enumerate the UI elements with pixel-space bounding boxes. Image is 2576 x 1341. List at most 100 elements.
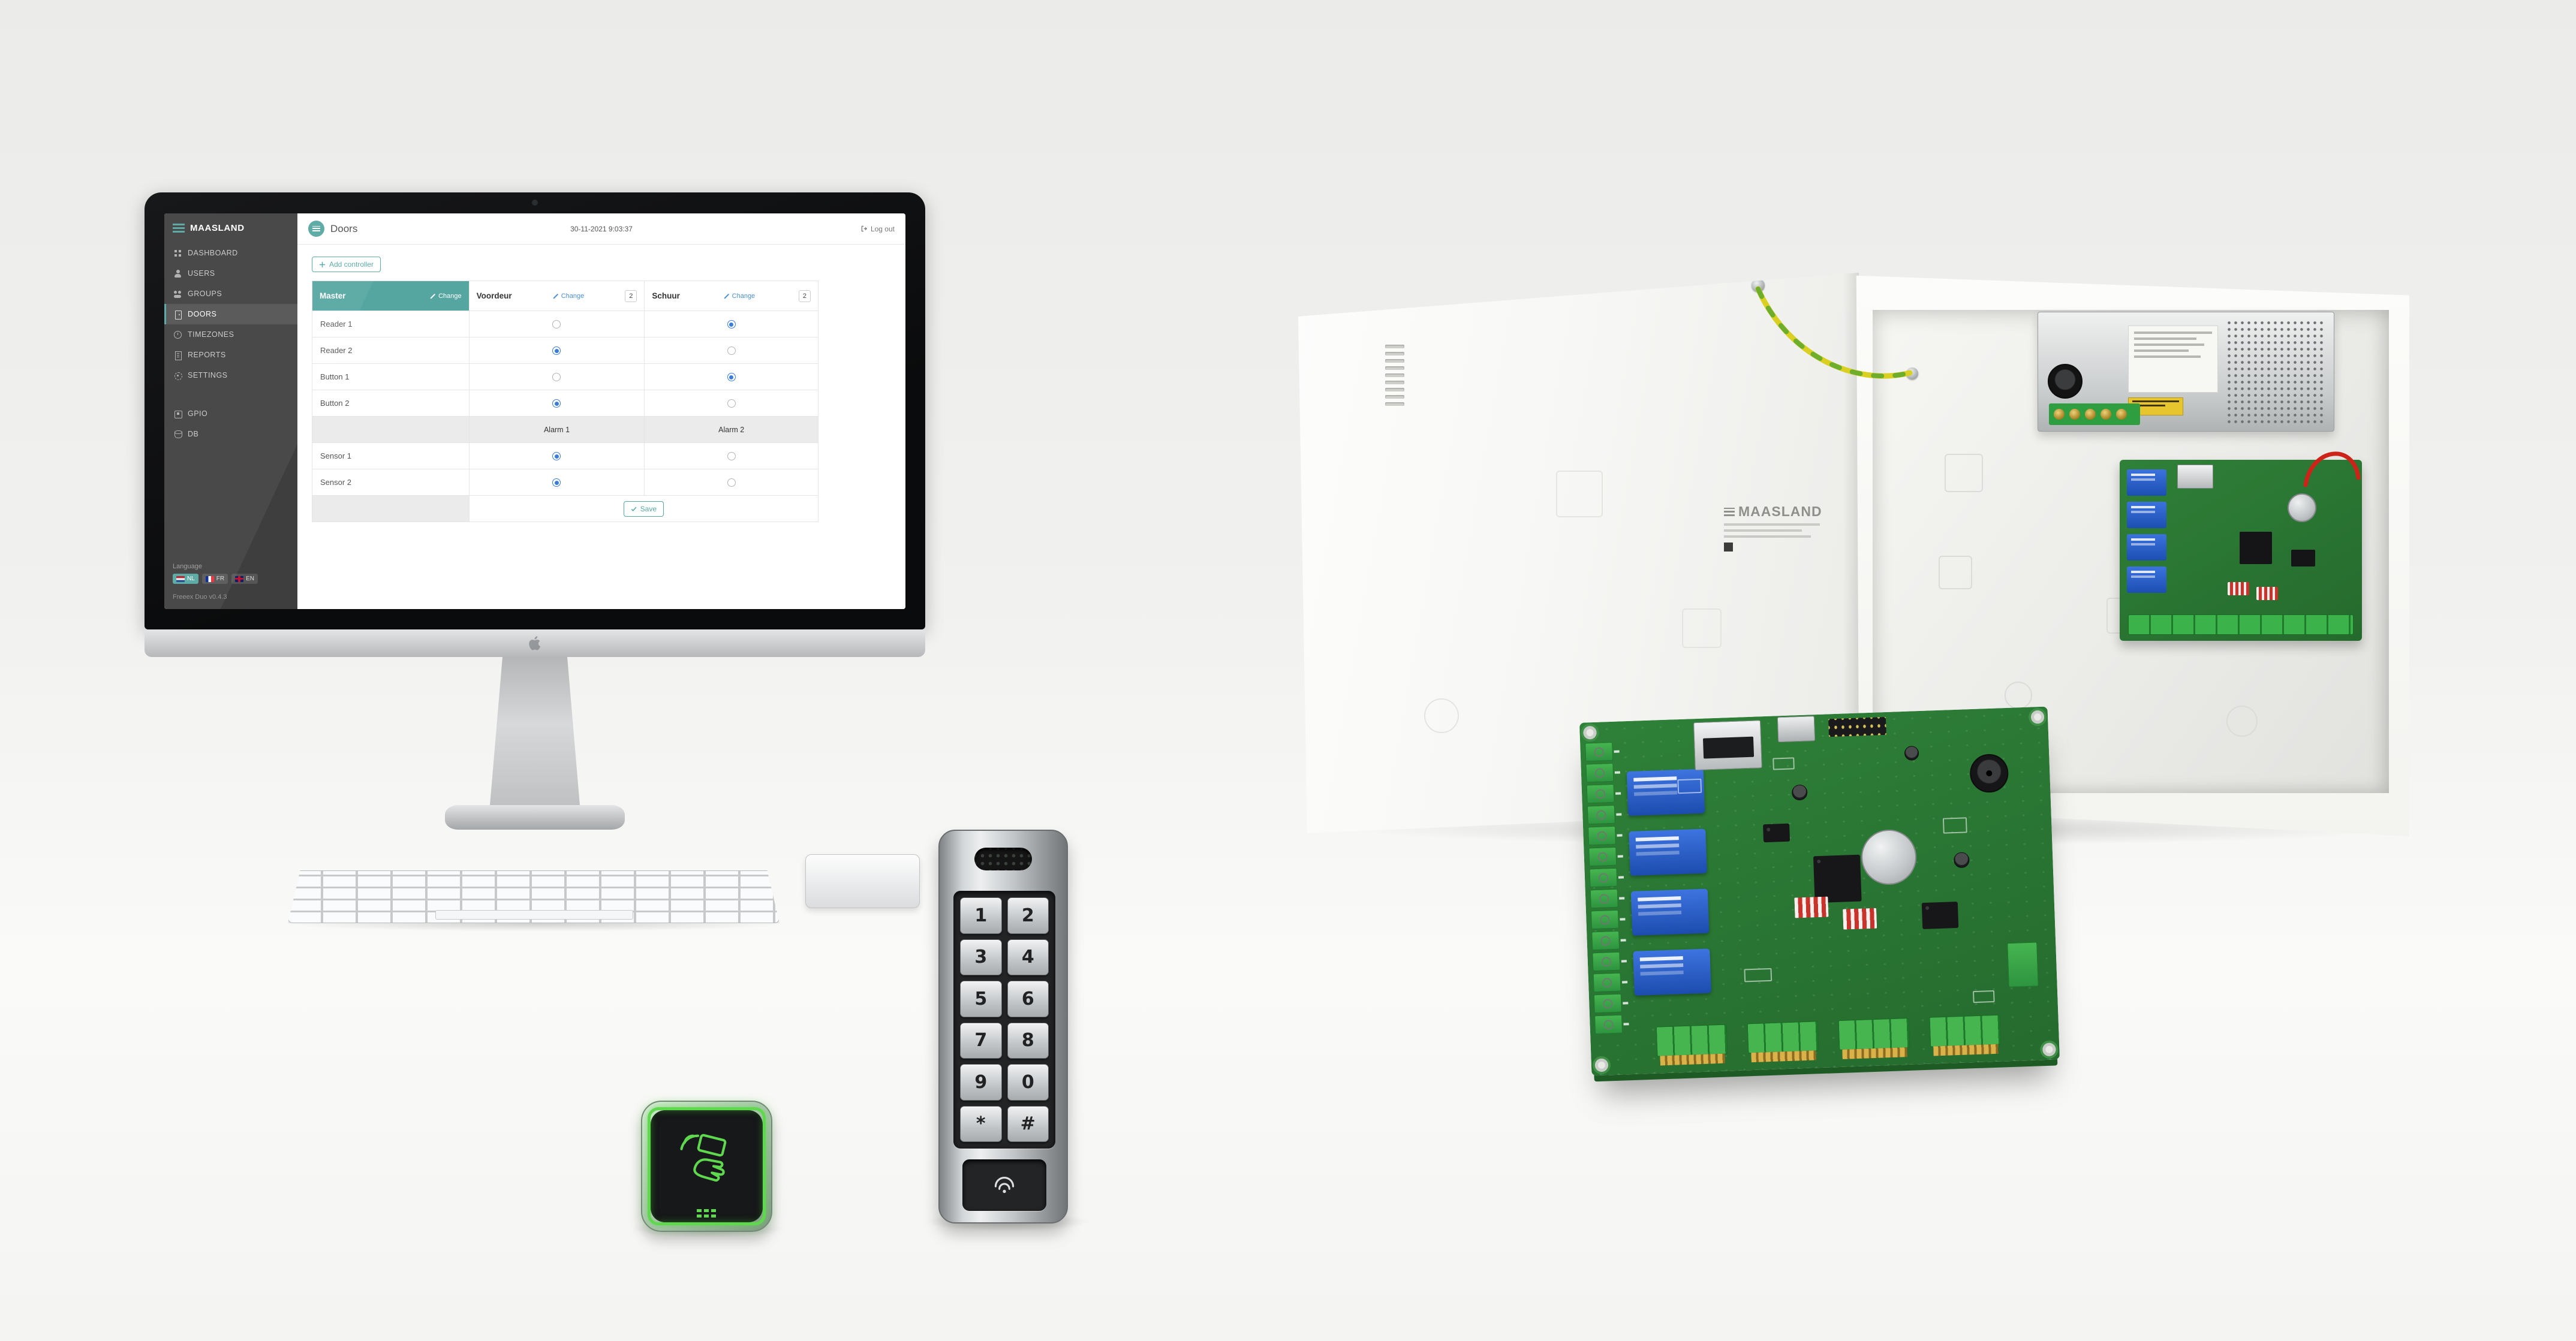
sticker-text-line	[1724, 535, 1811, 538]
keypad-key-3: 3	[960, 939, 1002, 975]
fr-flag-icon	[205, 575, 214, 582]
maasland-logo-icon	[1724, 507, 1735, 516]
language-label: Language	[173, 563, 202, 570]
silkscreen-mark	[1677, 778, 1702, 794]
keyboard	[288, 870, 780, 923]
language-nl-button[interactable]: NL	[173, 574, 198, 584]
groups-icon	[174, 290, 182, 298]
screw-terminal	[1593, 972, 1621, 993]
logout-button[interactable]: Log out	[715, 225, 895, 233]
change-schuur-link[interactable]: Change	[724, 293, 755, 300]
power-supply	[2038, 312, 2334, 432]
save-row: Save	[312, 495, 819, 522]
silkscreen-mark	[1972, 990, 1995, 1004]
radio-reader2-voordeur[interactable]	[552, 346, 561, 355]
door-name: Voordeur	[476, 291, 512, 300]
gear-icon	[174, 372, 182, 380]
language-fr-button[interactable]: FR	[201, 574, 228, 584]
silkscreen-mark	[1942, 817, 1967, 834]
main-chip	[2240, 532, 2272, 564]
keypad-key-9: 9	[960, 1064, 1002, 1101]
keypad-reader: 1 2 3 4 5 6 7 8 9 0 * #	[938, 830, 1068, 1224]
pin-header	[1828, 716, 1886, 737]
change-master-link[interactable]: Change	[430, 293, 462, 300]
add-icon	[319, 261, 326, 267]
sticker-text-line	[1724, 529, 1802, 532]
radio-button1-voordeur[interactable]	[552, 373, 561, 382]
language-en-button[interactable]: EN	[231, 574, 258, 584]
row-label: Reader 2	[312, 337, 470, 364]
vent-slot	[1385, 352, 1404, 355]
screw-terminal	[1589, 867, 1618, 888]
sidebar-item-users[interactable]: USERS	[164, 263, 297, 284]
voordeur-count-input[interactable]: 2	[625, 290, 637, 302]
sidebar-item-groups[interactable]: GROUPS	[164, 284, 297, 304]
radio-reader1-voordeur[interactable]	[552, 320, 561, 329]
capacitor	[1904, 746, 1919, 761]
row-label: Sensor 2	[312, 469, 470, 496]
radio-button2-schuur[interactable]	[727, 399, 736, 408]
vent-slot	[1385, 366, 1404, 370]
terminal-group	[1656, 1024, 1728, 1057]
maasland-sticker: MAASLAND	[1724, 504, 1835, 552]
sidebar-item-reports[interactable]: REPORTS	[164, 345, 297, 365]
card-reading-zone	[962, 1159, 1046, 1211]
screw-terminal	[1585, 763, 1614, 783]
sidebar-item-settings[interactable]: SETTINGS	[164, 365, 297, 385]
en-flag-icon	[235, 575, 244, 582]
screw-terminal	[1591, 930, 1620, 951]
database-icon	[174, 430, 182, 438]
schuur-column-header: Schuur Change 2	[644, 281, 818, 311]
schuur-count-input[interactable]: 2	[798, 290, 811, 302]
master-column-header: Master Change	[312, 281, 470, 311]
alarm1-label: Alarm 1	[468, 416, 645, 443]
sidebar-item-db[interactable]: DB	[164, 424, 297, 444]
radio-sensor2-voordeur[interactable]	[552, 478, 561, 487]
save-button[interactable]: Save	[623, 501, 664, 517]
screw-terminal	[1592, 951, 1621, 972]
keypad-key-1: 1	[960, 897, 1002, 934]
screw-terminal	[1593, 993, 1622, 1014]
door-name: Schuur	[652, 291, 680, 300]
sidebar-item-gpio[interactable]: GPIO	[164, 403, 297, 424]
apple-logo-icon	[529, 636, 541, 650]
door-vents	[1385, 345, 1404, 406]
controller-name: Master	[320, 291, 346, 300]
radio-sensor1-voordeur[interactable]	[552, 452, 561, 461]
output-terminal-column	[1585, 742, 1623, 1035]
rfid-face	[651, 1110, 763, 1222]
screw-terminal	[1588, 825, 1617, 846]
knockout-mark	[1424, 698, 1459, 733]
add-controller-button[interactable]: Add controller	[312, 257, 381, 272]
radio-sensor1-schuur[interactable]	[727, 452, 736, 461]
app-version: Freeex Duo v0.4.3	[173, 593, 227, 601]
imac-stand	[490, 657, 580, 805]
sidebar-item-dashboard[interactable]: DASHBOARD	[164, 243, 297, 263]
radio-sensor2-schuur[interactable]	[727, 478, 736, 487]
terminal-strip	[2128, 614, 2354, 635]
change-voordeur-link[interactable]: Change	[553, 293, 584, 300]
terminal-screw	[2085, 409, 2096, 420]
vent-slot	[1385, 381, 1404, 384]
radio-reader2-schuur[interactable]	[727, 346, 736, 355]
sidebar-item-doors[interactable]: DOORS	[164, 304, 297, 324]
side-terminal	[2007, 942, 2039, 988]
radio-button2-voordeur[interactable]	[552, 399, 561, 408]
radio-reader1-schuur[interactable]	[727, 320, 736, 329]
dashboard-icon	[174, 249, 182, 257]
imac-monitor: MAASLAND DASHBOARD USERS GROUPS	[145, 192, 925, 830]
door-icon	[174, 310, 182, 320]
keypad-key-8: 8	[1007, 1022, 1049, 1059]
user-icon	[174, 269, 182, 278]
enclosure-brand: MAASLAND	[1738, 504, 1822, 519]
psu-terminal-block	[2049, 403, 2140, 425]
sidebar-item-timezones[interactable]: TIMEZONES	[164, 324, 297, 345]
row-label: Button 1	[312, 363, 470, 390]
dip-switch	[1794, 896, 1829, 918]
radio-button1-schuur[interactable]	[727, 373, 736, 382]
relay	[1630, 888, 1710, 936]
ground-screw	[1906, 367, 1918, 379]
screw-terminal	[1590, 888, 1618, 909]
screw-terminal	[1587, 804, 1615, 825]
